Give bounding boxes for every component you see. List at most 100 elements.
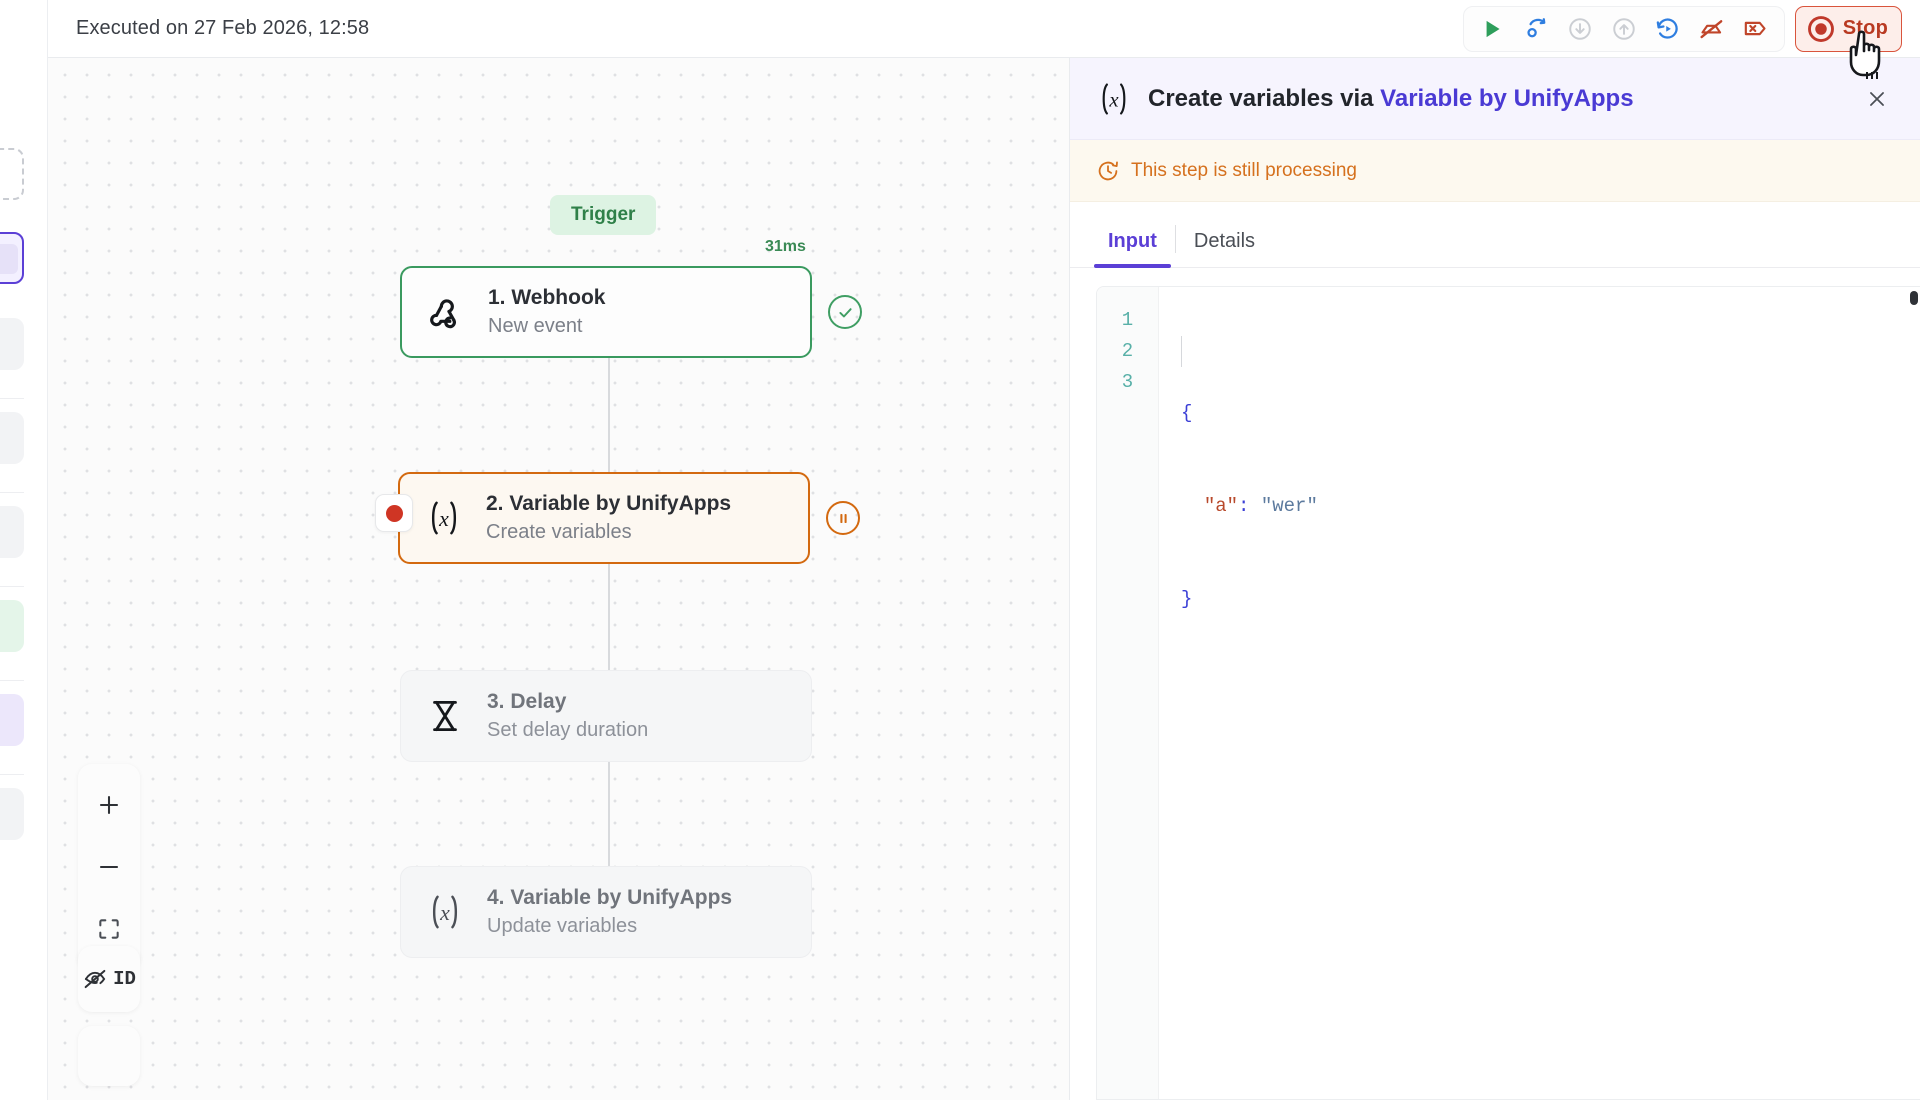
- execution-timestamp: Executed on 27 Feb 2026, 12:58: [76, 17, 370, 39]
- connector-3-4: [608, 702, 610, 868]
- toolbar-icon-group: [1462, 5, 1785, 52]
- svg-text:x: x: [1108, 89, 1119, 111]
- download-button[interactable]: [1560, 12, 1600, 46]
- stop-record-icon: [1807, 15, 1834, 42]
- webhook-icon: [424, 292, 468, 332]
- workflow-canvas[interactable]: Trigger 31ms 1. Webhook New event: [48, 58, 1070, 1100]
- sidebar-chip-4[interactable]: [0, 600, 24, 652]
- close-panel-button[interactable]: [1860, 82, 1894, 116]
- sidebar-chip-3[interactable]: [0, 506, 24, 558]
- rerun-button[interactable]: [1516, 12, 1556, 46]
- sidebar-divider-4: [0, 680, 24, 681]
- top-toolbar: Executed on 27 Feb 2026, 12:58: [48, 0, 1920, 58]
- sidebar-divider-1: [0, 398, 24, 399]
- show-id-toggle[interactable]: ID: [78, 946, 140, 1012]
- link-off-icon: [1700, 20, 1723, 39]
- code-line-1: {: [1181, 398, 1920, 429]
- node-title: 2. Variable by UnifyApps: [486, 492, 732, 515]
- tab-input[interactable]: Input: [1092, 230, 1173, 268]
- node-subtitle: Create variables: [486, 521, 632, 543]
- upload-circle-icon: [1613, 17, 1635, 40]
- sidebar-divider-3: [0, 586, 24, 587]
- editor-code[interactable]: { "a": "wer" }: [1159, 287, 1920, 1099]
- sidebar-divider-5: [0, 774, 24, 775]
- code-token-key: "a": [1203, 495, 1239, 517]
- tab-divider: [1174, 225, 1176, 253]
- sidebar-chip-inner: [0, 244, 18, 274]
- workflow-node-variable-create[interactable]: x 2. Variable by UnifyApps Create variab…: [398, 472, 810, 564]
- left-sidebar-strip: [0, 0, 48, 1100]
- node-title: 1. Webhook: [488, 286, 606, 309]
- line-number: 3: [1121, 371, 1134, 393]
- variable-x-icon: x: [422, 497, 466, 539]
- line-number: 2: [1121, 340, 1134, 362]
- tag-x-icon: [1745, 21, 1766, 36]
- hourglass-icon: [423, 697, 467, 735]
- node-status-pause-circle-icon: [826, 501, 860, 535]
- indent-guide: [1181, 336, 1182, 367]
- processing-notice: This step is still processing: [1070, 140, 1920, 202]
- replay-button[interactable]: [1648, 12, 1688, 46]
- clock-processing-icon: [1098, 161, 1118, 180]
- panel-title: Create variables via Variable by UnifyAp…: [1148, 85, 1634, 113]
- editor-container: 1 2 3 { "a": "wer" }: [1070, 268, 1920, 1100]
- sidebar-chip-2[interactable]: [0, 412, 24, 464]
- breakpoint-dot-icon: [385, 504, 403, 522]
- svg-text:x: x: [439, 901, 450, 925]
- minus-icon: [99, 865, 119, 869]
- run-button[interactable]: [1472, 12, 1512, 46]
- node-text: 2. Variable by UnifyApps Create variable…: [486, 492, 731, 544]
- svg-text:x: x: [438, 507, 449, 531]
- trigger-badge: Trigger: [550, 195, 657, 235]
- json-editor[interactable]: 1 2 3 { "a": "wer" }: [1096, 286, 1920, 1100]
- connector-2-3: [608, 506, 610, 672]
- extra-control-panel[interactable]: [78, 1026, 140, 1086]
- zoom-in-button[interactable]: [81, 774, 137, 836]
- line-number: 1: [1121, 309, 1134, 331]
- eye-off-icon: [84, 969, 106, 989]
- replay-clock-icon: [1656, 18, 1678, 39]
- connector-1-2: [608, 302, 610, 474]
- node-duration-label: 31ms: [765, 238, 806, 255]
- disable-link-button[interactable]: [1692, 12, 1732, 46]
- editor-scrollbar-thumb[interactable]: [1910, 291, 1918, 305]
- clear-execution-button[interactable]: [1736, 12, 1776, 46]
- variable-x-icon: x: [1102, 82, 1126, 115]
- sidebar-divider-2: [0, 492, 24, 493]
- sidebar-chip-placeholder[interactable]: [0, 148, 24, 200]
- code-line-2: "a": "wer": [1181, 491, 1920, 522]
- panel-tabs: Input Details: [1070, 202, 1920, 268]
- toolbar-actions: Stop: [1462, 5, 1902, 52]
- node-title: 4. Variable by UnifyApps: [487, 886, 733, 909]
- play-icon: [1486, 20, 1500, 37]
- breakpoint-toggle[interactable]: [375, 494, 413, 532]
- node-text: 4. Variable by UnifyApps Update variable…: [487, 886, 732, 938]
- panel-header: x Create variables via Variable by Unify…: [1070, 58, 1920, 140]
- sidebar-chip-6[interactable]: [0, 788, 24, 840]
- variable-x-icon: x: [423, 891, 467, 933]
- workflow-node-variable-update[interactable]: x 4. Variable by UnifyApps Update variab…: [400, 866, 812, 958]
- node-text: 3. Delay Set delay duration: [487, 690, 648, 742]
- sidebar-chip-selected[interactable]: [0, 232, 24, 284]
- fit-screen-icon: [99, 919, 119, 939]
- show-id-label: ID: [113, 968, 136, 990]
- tab-details[interactable]: Details: [1178, 230, 1271, 267]
- code-token-colon: :: [1238, 495, 1261, 517]
- step-details-panel: x Create variables via Variable by Unify…: [1070, 58, 1920, 1100]
- node-subtitle: Set delay duration: [487, 719, 649, 741]
- zoom-out-button[interactable]: [81, 836, 137, 898]
- stop-button[interactable]: Stop: [1794, 5, 1902, 52]
- panel-title-accent: Variable by UnifyApps: [1380, 84, 1634, 112]
- code-line-3: }: [1181, 584, 1920, 615]
- sidebar-chip-1[interactable]: [0, 318, 24, 370]
- upload-button[interactable]: [1604, 12, 1644, 46]
- code-token-brace-close: }: [1181, 588, 1193, 610]
- node-title: 3. Delay: [487, 690, 567, 713]
- plus-icon: [99, 795, 119, 815]
- workflow-node-webhook[interactable]: 1. Webhook New event: [400, 266, 812, 358]
- fit-to-screen-button[interactable]: [81, 898, 137, 960]
- sidebar-chip-5[interactable]: [0, 694, 24, 746]
- node-subtitle: Update variables: [487, 915, 638, 937]
- panel-title-prefix: Create variables via: [1148, 84, 1381, 112]
- workflow-node-delay[interactable]: 3. Delay Set delay duration: [400, 670, 812, 762]
